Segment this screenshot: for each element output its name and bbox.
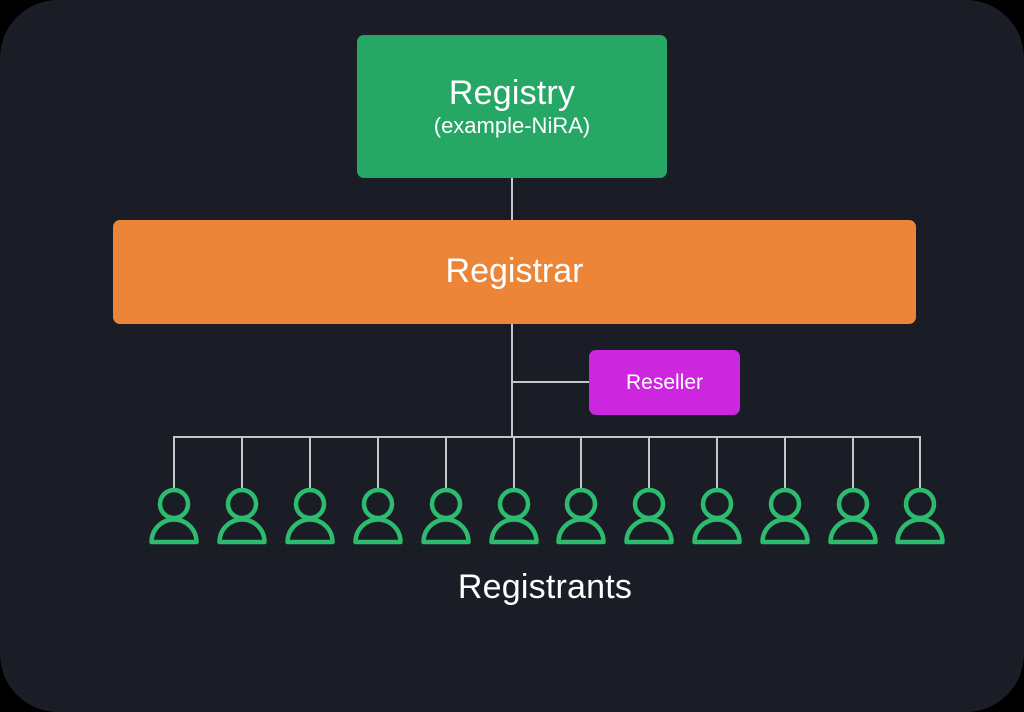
registrant-person-icon [825,487,881,545]
connector-drop-6 [513,436,515,488]
connector-drop-12 [919,436,921,488]
node-registry-label: Registry [448,73,576,112]
registrant-person-icon [553,487,609,545]
node-reseller[interactable]: Reseller [589,350,740,415]
registrants-label-text: Registrants [457,568,633,606]
connector-registrants-bus [173,436,921,438]
connector-drop-1 [173,436,175,488]
registrant-person-icon [214,487,270,545]
connector-drop-8 [648,436,650,488]
node-registry-sublabel: (example-NiRA) [433,113,591,139]
connector-drop-3 [309,436,311,488]
connector-registry-to-registrar [511,178,513,220]
connector-drop-2 [241,436,243,488]
registrant-person-icon [486,487,542,545]
registrant-person-icon [757,487,813,545]
node-registry[interactable]: Registry (example-NiRA) [357,35,667,178]
registrant-person-icon [418,487,474,545]
registrant-person-icon [621,487,677,545]
registrant-person-icon [350,487,406,545]
connector-drop-7 [580,436,582,488]
node-registrar-label: Registrar [445,252,584,291]
connector-drop-10 [784,436,786,488]
registrants-row [0,487,1024,549]
registrant-person-icon [146,487,202,545]
node-reseller-label: Reseller [625,370,704,394]
registrants-label: Registrants [0,568,1024,607]
connector-drop-5 [445,436,447,488]
connector-drop-4 [377,436,379,488]
connector-drop-9 [716,436,718,488]
registrant-person-icon [689,487,745,545]
connector-trunk-to-reseller [511,381,590,383]
registrant-person-icon [892,487,948,545]
node-registrar[interactable]: Registrar [113,220,916,324]
connector-drop-11 [852,436,854,488]
registrant-person-icon [282,487,338,545]
